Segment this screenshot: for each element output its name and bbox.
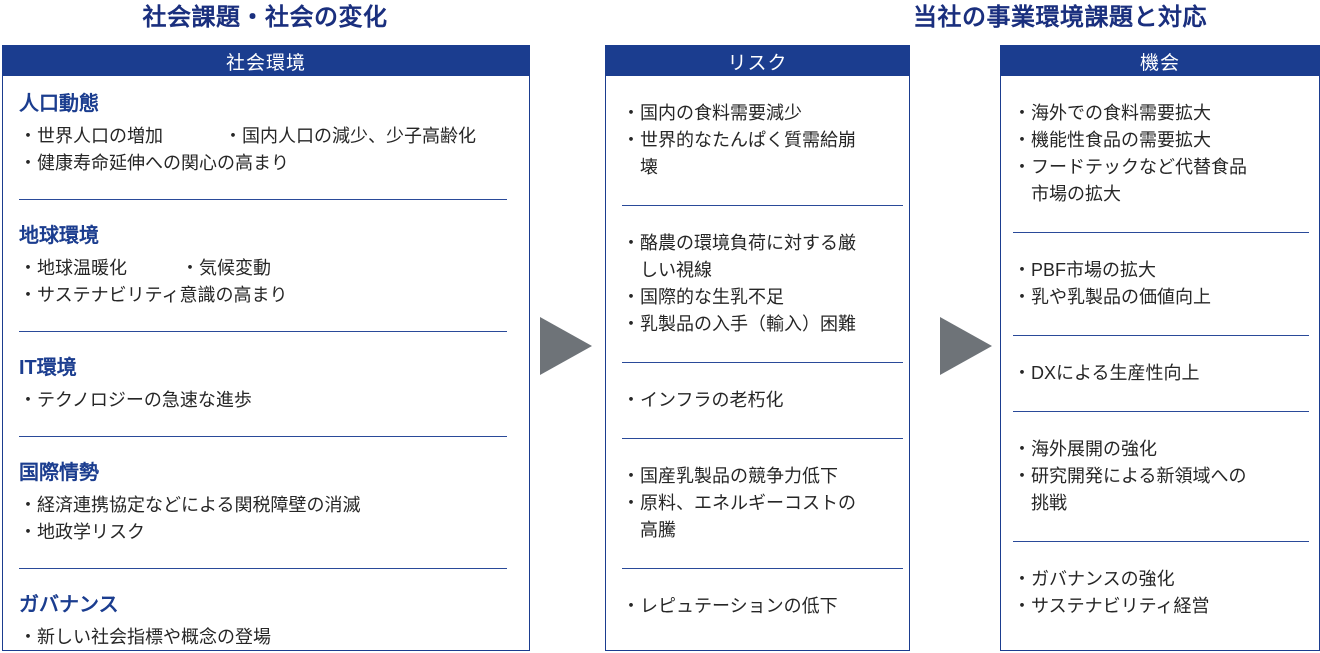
- list-item: ・国内の食料需要減少: [622, 103, 802, 123]
- risk-column: リスク ・国内の食料需要減少 ・世界的なたんぱく質需給崩壊 ・酪農の環境負荷に対…: [605, 45, 910, 651]
- section-heading: 国際情勢: [19, 462, 99, 484]
- list-item: ・国際的な生乳不足: [622, 287, 784, 307]
- list-item: ・海外での食料需要拡大: [1013, 103, 1211, 123]
- opportunity-group: ・ガバナンスの強化 ・サステナビリティ経営: [1013, 566, 1253, 620]
- risk-body: ・国内の食料需要減少 ・世界的なたんぱく質需給崩壊 ・酪農の環境負荷に対する厳し…: [606, 76, 909, 620]
- group-divider: [1013, 335, 1309, 336]
- list-item: ・世界人口の増加: [19, 126, 163, 146]
- section-heading: IT環境: [19, 357, 77, 379]
- section-it-environment: IT環境 ・テクノロジーの急速な進歩: [19, 354, 515, 414]
- opportunity-group: ・海外での食料需要拡大 ・機能性食品の需要拡大 ・フードテックなど代替食品市場の…: [1013, 100, 1253, 208]
- group-divider: [1013, 232, 1309, 233]
- list-item: ・ガバナンスの強化: [1013, 569, 1175, 589]
- list-item: ・乳や乳製品の価値向上: [1013, 287, 1211, 307]
- list-item: ・国内人口の減少、少子高齢化: [224, 126, 476, 146]
- opportunity-group: ・PBF市場の拡大 ・乳や乳製品の価値向上: [1013, 257, 1253, 311]
- section-heading: 人口動態: [19, 93, 99, 115]
- group-divider: [1013, 541, 1309, 542]
- list-item: ・世界的なたんぱく質需給崩壊: [622, 130, 856, 177]
- risk-group: ・インフラの老朽化: [622, 387, 867, 414]
- group-divider: [622, 205, 903, 206]
- list-item: ・研究開発による新領域への挑戦: [1013, 466, 1247, 513]
- list-item: ・レピュテーションの低下: [622, 596, 838, 616]
- list-item: ・フードテックなど代替食品市場の拡大: [1013, 157, 1247, 204]
- opportunity-group: ・海外展開の強化 ・研究開発による新領域への挑戦: [1013, 436, 1253, 517]
- arrow-right-icon: [940, 317, 992, 375]
- group-divider: [622, 362, 903, 363]
- list-item: ・乳製品の入手（輸入）困難: [622, 314, 856, 334]
- list-item: ・サステナビリティ意識の高まり: [19, 285, 288, 305]
- list-item: ・経済連携協定などによる関税障壁の消滅: [19, 495, 361, 515]
- list-item: ・酪農の環境負荷に対する厳しい視線: [622, 233, 856, 280]
- section-divider: [19, 199, 507, 200]
- section-global-environment: 地球環境 ・地球温暖化 ・気候変動 ・サステナビリティ意識の高まり: [19, 222, 515, 309]
- list-item: ・テクノロジーの急速な進歩: [19, 390, 252, 410]
- section-heading: 地球環境: [19, 225, 99, 247]
- list-item: ・DXによる生産性向上: [1013, 363, 1200, 383]
- risk-header: リスク: [606, 46, 909, 76]
- social-environment-body: 人口動態 ・世界人口の増加 ・国内人口の減少、少子高齢化 ・健康寿命延伸への関心…: [3, 76, 529, 651]
- list-item: ・地政学リスク: [19, 522, 145, 542]
- group-divider: [1013, 411, 1309, 412]
- list-item: ・国産乳製品の競争力低下: [622, 466, 838, 486]
- risk-group: ・レピュテーションの低下: [622, 593, 867, 620]
- social-environment-header: 社会環境: [3, 46, 529, 76]
- list-item: ・機能性食品の需要拡大: [1013, 130, 1211, 150]
- list-item: ・PBF市場の拡大: [1013, 260, 1157, 280]
- section-demographics: 人口動態 ・世界人口の増加 ・国内人口の減少、少子高齢化 ・健康寿命延伸への関心…: [19, 90, 515, 177]
- list-item: ・原料、エネルギーコストの高騰: [622, 493, 856, 540]
- opportunity-group: ・DXによる生産性向上: [1013, 360, 1253, 387]
- list-item: ・地球温暖化: [19, 258, 127, 278]
- social-environment-column: 社会環境 人口動態 ・世界人口の増加 ・国内人口の減少、少子高齢化 ・健康寿命延…: [2, 45, 530, 651]
- section-divider: [19, 436, 507, 437]
- section-divider: [19, 568, 507, 569]
- opportunity-header: 機会: [1001, 46, 1319, 76]
- risk-group: ・酪農の環境負荷に対する厳しい視線 ・国際的な生乳不足 ・乳製品の入手（輸入）困…: [622, 230, 867, 338]
- risk-group: ・国産乳製品の競争力低下 ・原料、エネルギーコストの高騰: [622, 463, 867, 544]
- group-divider: [622, 568, 903, 569]
- right-section-title: 当社の事業環境課題と対応: [913, 4, 1207, 31]
- section-heading: ガバナンス: [19, 594, 119, 616]
- group-divider: [622, 438, 903, 439]
- left-section-title: 社会課題・社会の変化: [142, 4, 388, 31]
- item-row: ・地球温暖化 ・気候変動: [19, 255, 515, 282]
- opportunity-column: 機会 ・海外での食料需要拡大 ・機能性食品の需要拡大 ・フードテックなど代替食品…: [1000, 45, 1320, 651]
- section-international-affairs: 国際情勢 ・経済連携協定などによる関税障壁の消滅 ・地政学リスク: [19, 459, 515, 546]
- list-item: ・サステナビリティ経営: [1013, 596, 1210, 616]
- list-item: ・インフラの老朽化: [622, 390, 784, 410]
- item-row: ・世界人口の増加 ・国内人口の減少、少子高齢化: [19, 123, 515, 150]
- section-governance: ガバナンス ・新しい社会指標や概念の登場: [19, 591, 515, 651]
- list-item: ・健康寿命延伸への関心の高まり: [19, 153, 289, 173]
- list-item: ・気候変動: [181, 258, 271, 278]
- list-item: ・新しい社会指標や概念の登場: [19, 627, 271, 647]
- section-divider: [19, 331, 507, 332]
- arrow-right-icon: [540, 317, 592, 375]
- risk-group: ・国内の食料需要減少 ・世界的なたんぱく質需給崩壊: [622, 100, 867, 181]
- opportunity-body: ・海外での食料需要拡大 ・機能性食品の需要拡大 ・フードテックなど代替食品市場の…: [1001, 76, 1319, 620]
- list-item: ・海外展開の強化: [1013, 439, 1157, 459]
